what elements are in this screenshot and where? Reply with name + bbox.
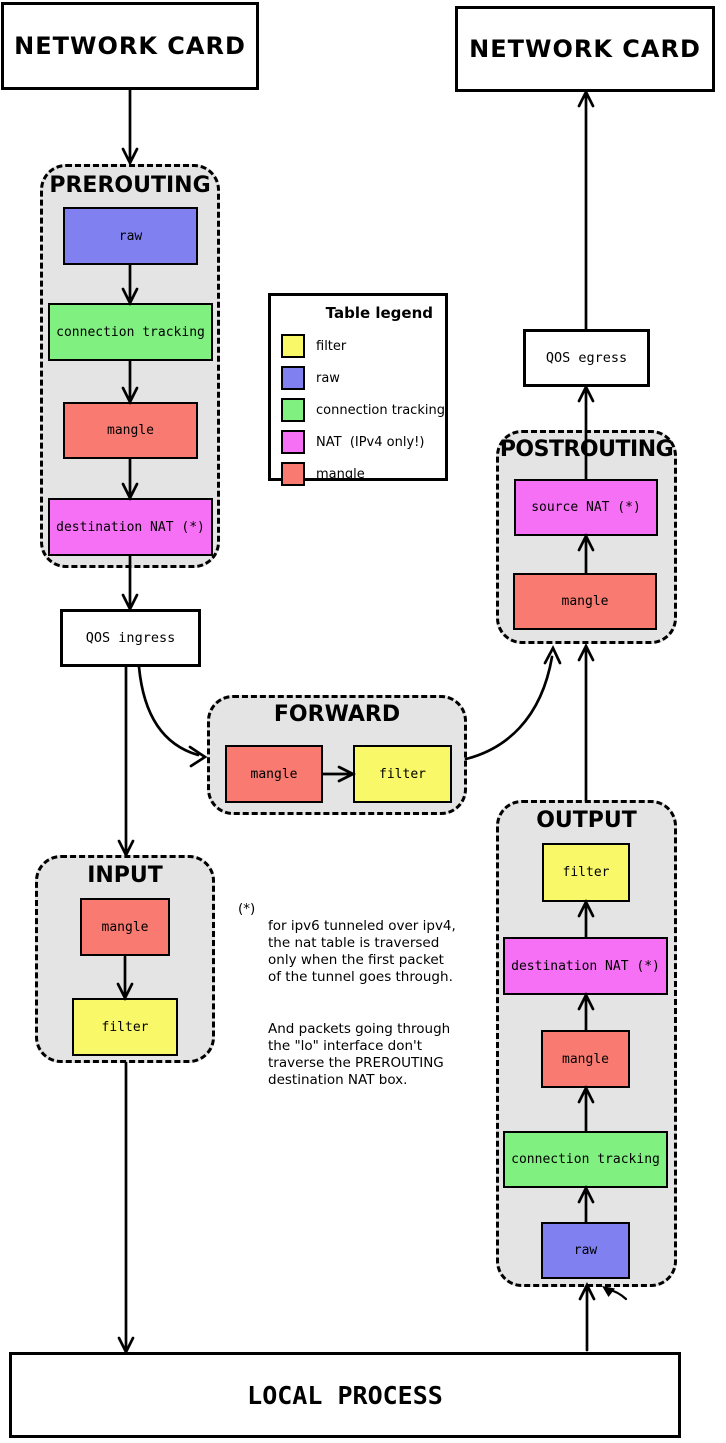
table-legend-title: Table legend xyxy=(325,304,433,322)
forward-mangle-table: mangle xyxy=(225,745,323,803)
output-filter-table: filter xyxy=(542,843,630,902)
forward-filter-table: filter xyxy=(353,745,452,803)
legend-label-conntrack: connection tracking xyxy=(316,402,445,418)
chain-input-title: INPUT xyxy=(87,863,163,888)
chain-prerouting-title: PREROUTING xyxy=(49,173,211,198)
filter-color-swatch xyxy=(281,334,305,358)
output-dnat-table: destination NAT (*) xyxy=(503,937,668,995)
footnote-paragraph-2: And packets going through the "lo" inter… xyxy=(268,1021,451,1088)
footnote-text: for ipv6 tunneled over ipv4, the nat tab… xyxy=(268,901,458,1106)
prerouting-dnat-table: destination NAT (*) xyxy=(48,498,213,556)
legend-row-raw: raw xyxy=(281,366,445,390)
prerouting-mangle-table: mangle xyxy=(63,402,198,459)
legend-row-mangle: mangle xyxy=(281,462,445,486)
local-process-label: LOCAL PROCESS xyxy=(247,1380,443,1410)
footnote-paragraph-1: for ipv6 tunneled over ipv4, the nat tab… xyxy=(268,918,456,985)
mangle-color-swatch xyxy=(281,462,305,486)
legend-row-nat: NAT (IPv4 only!) xyxy=(281,430,445,454)
qos-egress-label: QOS egress xyxy=(545,350,628,366)
network-card-out-label: NETWORK CARD xyxy=(469,35,701,63)
input-mangle-table: mangle xyxy=(80,898,170,956)
table-legend: Table legend filter raw connection track… xyxy=(268,293,448,486)
nat-color-swatch xyxy=(281,430,305,454)
prerouting-conntrack-table: connection tracking xyxy=(48,303,213,361)
conntrack-color-swatch xyxy=(281,398,305,422)
postrouting-mangle-table: mangle xyxy=(513,573,657,630)
prerouting-raw-table: raw xyxy=(63,207,198,265)
table-legend-rows: filter raw connection tracking NAT (IPv4… xyxy=(281,334,445,486)
postrouting-snat-table: source NAT (*) xyxy=(514,479,658,536)
qos-egress-box: QOS egress xyxy=(523,329,650,387)
chain-postrouting-title: POSTROUTING xyxy=(499,437,674,462)
legend-label-mangle: mangle xyxy=(316,466,365,482)
input-filter-table: filter xyxy=(72,998,178,1056)
legend-row-conntrack: connection tracking xyxy=(281,398,445,422)
network-card-out-box: NETWORK CARD xyxy=(455,6,715,92)
network-card-in-label: NETWORK CARD xyxy=(14,32,246,60)
network-card-in-box: NETWORK CARD xyxy=(1,2,259,90)
output-mangle-table: mangle xyxy=(541,1030,630,1088)
raw-color-swatch xyxy=(281,366,305,390)
output-conntrack-table: connection tracking xyxy=(503,1131,668,1188)
legend-row-filter: filter xyxy=(281,334,445,358)
local-process-box: LOCAL PROCESS xyxy=(9,1352,681,1438)
footnote-marker: (*) xyxy=(238,901,256,917)
legend-label-raw: raw xyxy=(316,370,340,386)
qos-ingress-label: QOS ingress xyxy=(85,630,176,646)
qos-ingress-box: QOS ingress xyxy=(60,609,201,667)
chain-forward-title: FORWARD xyxy=(273,702,401,727)
output-raw-table: raw xyxy=(541,1222,630,1279)
legend-label-filter: filter xyxy=(316,338,347,354)
legend-label-nat: NAT (IPv4 only!) xyxy=(316,434,425,450)
chain-output-title: OUTPUT xyxy=(536,808,637,833)
